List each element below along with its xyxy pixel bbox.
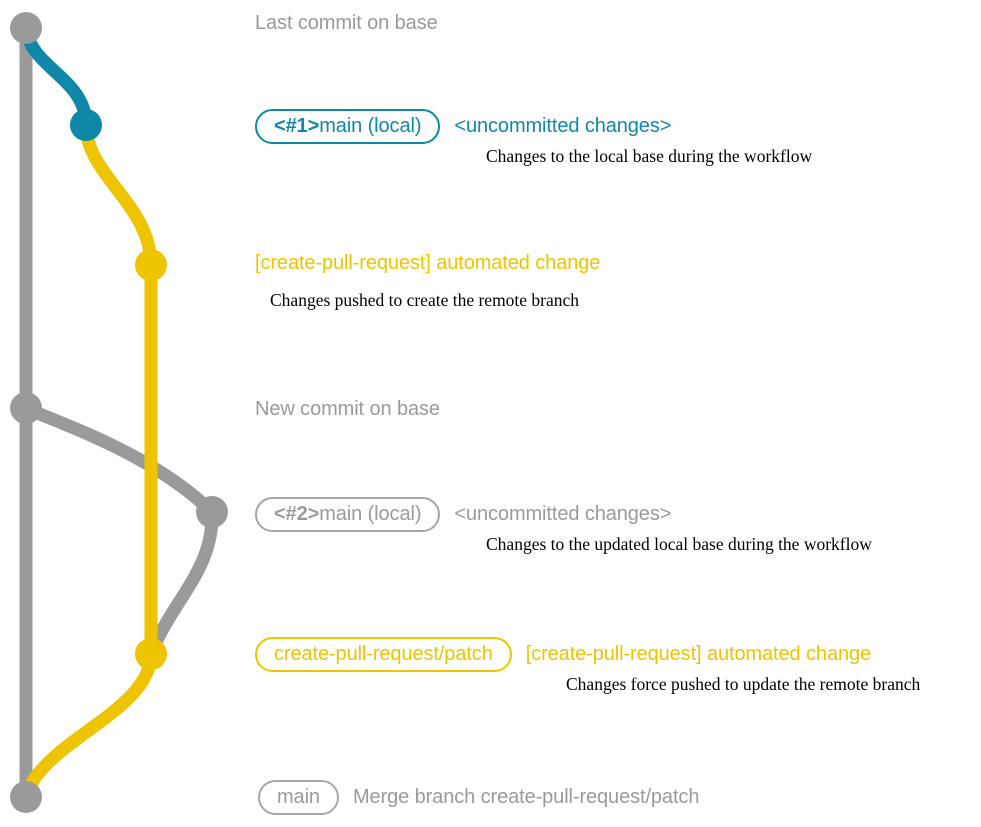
description-automated-change-2: Changes force pushed to update the remot… — [566, 674, 921, 694]
branch-pill-local-1-name: main (local) — [319, 115, 422, 137]
branch-pill-local-1-index: <#1> — [274, 115, 320, 137]
entry-local-commit-2: <#2> main (local) <uncommitted changes> — [255, 497, 671, 532]
headline-last-commit-on-base: Last commit on base — [255, 12, 438, 34]
branch-pill-main[interactable]: main — [258, 780, 339, 815]
branch-pill-main-name: main — [277, 786, 320, 808]
description-local-commit-2: Changes to the updated local base during… — [486, 534, 872, 554]
entry-new-commit-on-base: New commit on base — [255, 398, 440, 420]
commit-message-local-1: <uncommitted changes> — [454, 115, 672, 137]
entry-last-commit-on-base: Last commit on base — [255, 12, 438, 34]
branch-pill-local-2-name: main (local) — [319, 503, 422, 525]
headline-new-commit-on-base: New commit on base — [255, 398, 440, 420]
branch-pill-local-2-index: <#2> — [274, 503, 320, 525]
entry-automated-change-1: [create-pull-request] automated change — [255, 252, 600, 274]
description-automated-change-1: Changes pushed to create the remote bran… — [270, 290, 580, 310]
entry-merge-commit: main Merge branch create-pull-request/pa… — [258, 780, 699, 815]
commit-message-merge: Merge branch create-pull-request/patch — [352, 786, 700, 808]
headline-automated-change-1: [create-pull-request] automated change — [255, 252, 601, 274]
branch-pill-local-2[interactable]: <#2> main (local) — [255, 497, 441, 532]
commit-message-patch: [create-pull-request] automated change — [525, 643, 872, 665]
branch-pill-patch-name: create-pull-request/patch — [274, 643, 493, 665]
branch-pill-local-1[interactable]: <#1> main (local) — [255, 109, 441, 144]
commit-message-local-2: <uncommitted changes> — [454, 503, 672, 525]
entry-automated-change-2: create-pull-request/patch [create-pull-r… — [255, 637, 871, 672]
entry-local-commit-1: <#1> main (local) <uncommitted changes> — [255, 109, 671, 144]
description-local-commit-1: Changes to the local base during the wor… — [486, 146, 813, 166]
branch-pill-patch[interactable]: create-pull-request/patch — [255, 637, 512, 672]
